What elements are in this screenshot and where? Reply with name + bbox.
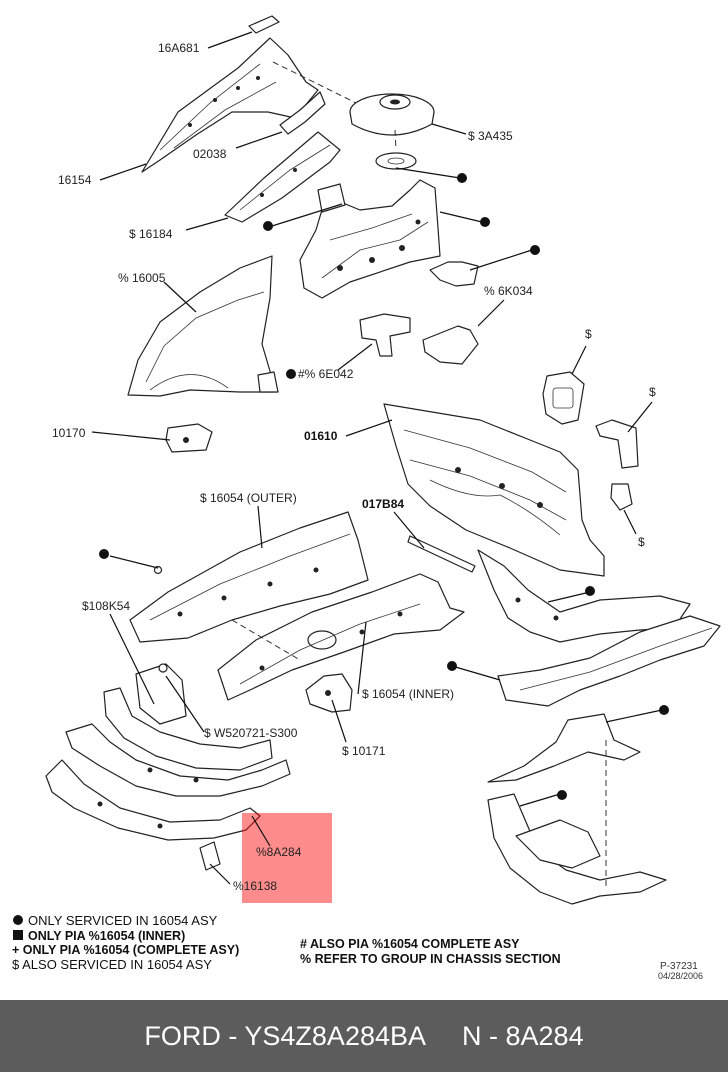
legend-item-3: + ONLY PIA %16054 (COMPLETE ASY) bbox=[12, 943, 239, 957]
part-16054-outer-rail bbox=[129, 511, 369, 643]
label-8a284[interactable]: %8A284 bbox=[256, 845, 302, 859]
part-16005-fender bbox=[127, 255, 279, 397]
label-16005: % 16005 bbox=[118, 271, 166, 285]
part-clip-fastener bbox=[153, 565, 163, 575]
label-16154: 16154 bbox=[58, 173, 92, 187]
label-6e042: #% 6E042 bbox=[298, 367, 354, 381]
part-dollar-clip bbox=[610, 483, 633, 511]
label-16138: %16138 bbox=[233, 879, 277, 893]
legend-item-4: $ ALSO SERVICED IN 16054 ASY bbox=[12, 957, 212, 972]
label-16054-inner: $ 16054 (INNER) bbox=[362, 687, 454, 701]
part-16154-apron bbox=[141, 37, 319, 173]
part-torque-box-upper bbox=[487, 713, 641, 783]
reference-dots bbox=[99, 173, 669, 800]
label-017b84: 017B84 bbox=[362, 497, 404, 511]
part-radiator-support-upper bbox=[65, 687, 291, 797]
highlight-box[interactable] bbox=[242, 813, 332, 903]
label-16054-outer: $ 16054 (OUTER) bbox=[200, 491, 297, 505]
label-10170: 10170 bbox=[52, 426, 86, 440]
part-16a681-plug bbox=[248, 15, 280, 34]
legend-item-6: % REFER TO GROUP IN CHASSIS SECTION bbox=[300, 952, 561, 966]
part-108k54-plate bbox=[135, 663, 187, 725]
label-dollar-clip: $ bbox=[638, 535, 645, 549]
part-01610-dash-panel bbox=[383, 403, 605, 577]
label-dollar-bracket: $ bbox=[649, 385, 656, 399]
part-floor-rail-lower bbox=[497, 615, 721, 707]
part-3a435-strut-cap bbox=[349, 93, 435, 136]
legend-bullet-square bbox=[13, 930, 23, 940]
legend-item-1: ONLY SERVICED IN 16054 ASY bbox=[28, 913, 218, 928]
part-torque-box-lower bbox=[487, 793, 667, 905]
part-16184-rail bbox=[224, 131, 341, 223]
part-017b84-strip bbox=[407, 535, 476, 573]
reference-code: P-37231 bbox=[660, 961, 698, 972]
part-number-caption: FORD - YS4Z8A284BA N - 8A284 bbox=[144, 1020, 584, 1051]
label-10171: $ 10171 bbox=[342, 744, 386, 758]
part-6e042-mount bbox=[359, 313, 411, 357]
legend-bullet-dot bbox=[13, 915, 23, 925]
label-3a435: $ 3A435 bbox=[468, 129, 513, 143]
part-8a284-support-lower bbox=[45, 759, 261, 841]
part-insulator bbox=[375, 152, 417, 170]
footer-bar: FORD - YS4Z8A284BA N - 8A284 bbox=[0, 1000, 728, 1072]
part-10170-bracket bbox=[165, 423, 213, 453]
parts-diagram: 16A681 02038 16154 $ 3A435 $ 16184 % 6K0… bbox=[12, 15, 721, 981]
alignment-line bbox=[231, 619, 301, 661]
label-108k54: $108K54 bbox=[82, 599, 130, 613]
label-dollar-pad: $ bbox=[585, 327, 592, 341]
part-dollar-pad bbox=[542, 371, 585, 425]
label-w520721: $ W520721-S300 bbox=[204, 726, 298, 740]
part-10171-bracket bbox=[305, 673, 353, 713]
part-strut-tower bbox=[299, 179, 441, 299]
part-w520721-bolt bbox=[158, 663, 168, 673]
label-16a681: 16A681 bbox=[158, 41, 200, 55]
leader-lines bbox=[91, 31, 663, 885]
part-16054-inner-rail bbox=[217, 573, 465, 701]
part-6k034-mount bbox=[422, 325, 479, 365]
label-6k034: % 6K034 bbox=[484, 284, 533, 298]
part-dollar-bracket bbox=[595, 419, 639, 469]
alignment-line bbox=[272, 61, 361, 106]
part-02038-bracket bbox=[279, 91, 326, 135]
part-6k034-bracket bbox=[429, 261, 479, 287]
label-16184: $ 16184 bbox=[129, 227, 173, 241]
label-01610: 01610 bbox=[304, 429, 338, 443]
legend: ONLY SERVICED IN 16054 ASY ONLY PIA %160… bbox=[12, 913, 561, 972]
legend-item-5: # ALSO PIA %16054 COMPLETE ASY bbox=[300, 937, 520, 951]
reference-date: 04/28/2006 bbox=[658, 971, 703, 981]
part-16138-bracket bbox=[199, 841, 221, 871]
label-02038: 02038 bbox=[193, 147, 227, 161]
alignment-line bbox=[394, 129, 397, 151]
legend-item-2: ONLY PIA %16054 (INNER) bbox=[28, 929, 185, 943]
